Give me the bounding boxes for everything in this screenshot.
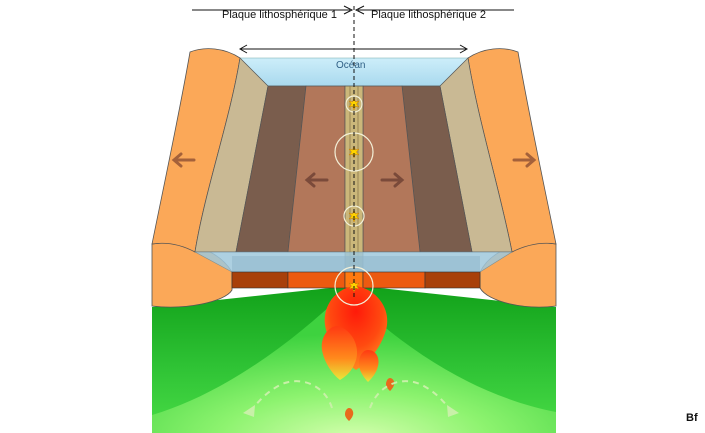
plate-2-label: Plaque lithosphérique 2 <box>371 9 486 21</box>
divergence-arrow-icon <box>304 172 405 188</box>
ocean-extent-arrow <box>238 44 469 54</box>
convection-arrow-icon <box>249 380 453 413</box>
plate-1-label: Plaque lithosphérique 1 <box>222 9 337 21</box>
crust-section <box>231 271 481 289</box>
author-credit: Bf <box>686 412 698 424</box>
magma-plume <box>321 286 395 421</box>
plate-extent-arrows <box>192 5 514 15</box>
ocean-label: Océan <box>336 60 366 71</box>
